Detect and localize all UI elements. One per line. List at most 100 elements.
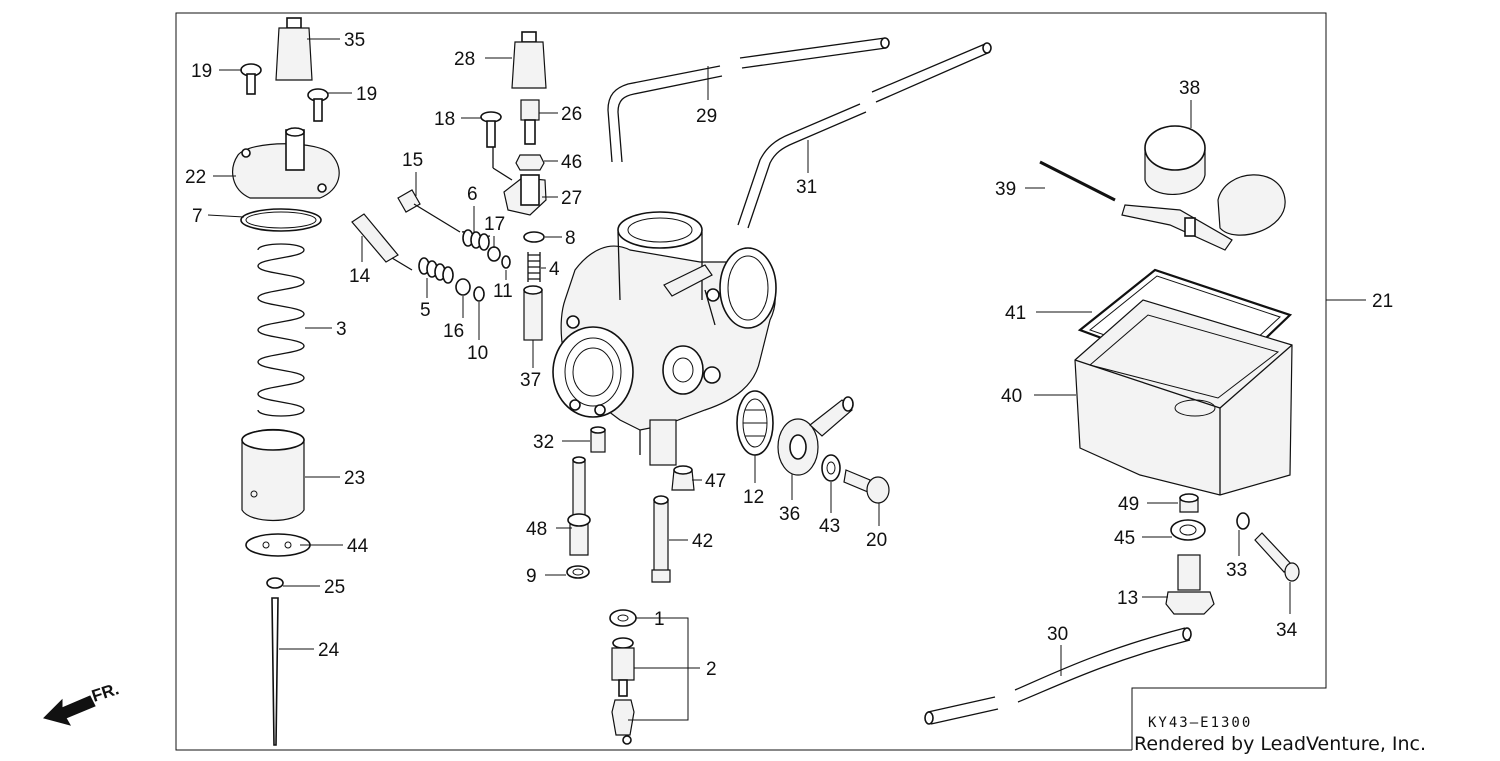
part-8-washer xyxy=(523,231,545,243)
callout-8: 8 xyxy=(565,228,576,249)
part-4-spring xyxy=(527,252,541,282)
callout-17: 17 xyxy=(484,214,505,235)
part-24-jet-needle xyxy=(271,597,279,746)
part-33-washer xyxy=(1236,512,1250,530)
callout-2: 2 xyxy=(706,659,717,680)
part-14-pilot-screw xyxy=(351,213,413,271)
callout-1: 1 xyxy=(654,609,665,630)
part-28-cap xyxy=(511,31,547,89)
callout-labels: 35 19 19 22 7 3 23 44 25 24 15 14 6 17 1… xyxy=(185,30,1393,680)
callout-29: 29 xyxy=(696,106,717,127)
callout-19-right: 19 xyxy=(356,84,377,105)
part-23-throttle-valve xyxy=(241,429,305,521)
front-arrow-icon xyxy=(43,695,96,726)
part-47-jet xyxy=(671,465,695,491)
part-13-drain-plug xyxy=(1165,554,1215,615)
part-38-float xyxy=(1121,125,1286,251)
callout-41: 41 xyxy=(1005,303,1026,324)
part-20-banjo-bolt xyxy=(843,469,890,504)
part-39-float-pin xyxy=(1039,160,1116,202)
part-2-needle-jet xyxy=(611,637,635,745)
diagram-border xyxy=(175,12,1327,751)
part-5-spring xyxy=(418,257,454,284)
part-3-spring xyxy=(257,243,305,417)
callout-44: 44 xyxy=(347,536,369,557)
callout-11: 11 xyxy=(493,281,513,302)
front-direction-indicator: FR. xyxy=(43,679,121,726)
part-19-screw-right xyxy=(307,88,329,122)
part-27-bracket xyxy=(492,147,547,216)
part-37-plunger xyxy=(523,285,543,341)
callout-38: 38 xyxy=(1179,78,1200,99)
callout-22: 22 xyxy=(185,167,206,188)
callout-15: 15 xyxy=(402,150,423,171)
part-7-o-ring xyxy=(240,208,322,232)
callout-31: 31 xyxy=(796,177,817,198)
part-46-nut xyxy=(515,154,545,171)
callout-23: 23 xyxy=(344,468,365,489)
part-32-jet xyxy=(590,426,606,453)
part-18-screw xyxy=(480,111,502,148)
part-22-top-cover xyxy=(232,127,340,199)
callout-21: 21 xyxy=(1372,291,1393,312)
part-19-screw-left xyxy=(240,63,262,95)
part-9-washer xyxy=(566,565,590,579)
callout-36: 36 xyxy=(779,504,800,525)
part-49-plug xyxy=(1179,493,1199,513)
callout-43: 43 xyxy=(819,516,840,537)
callout-24: 24 xyxy=(318,640,340,661)
part-10-o-ring xyxy=(473,286,485,302)
callout-3: 3 xyxy=(336,319,347,340)
part-1-washer xyxy=(609,609,637,627)
part-12-filter-screen xyxy=(736,390,774,456)
leader-lines xyxy=(207,38,1366,721)
callout-18: 18 xyxy=(434,109,455,130)
callout-10: 10 xyxy=(467,343,488,364)
callout-26: 26 xyxy=(561,104,582,125)
part-36-banjo-fitting xyxy=(777,396,854,476)
callout-40: 40 xyxy=(1001,386,1022,407)
part-17-washer xyxy=(487,246,501,262)
callout-6: 6 xyxy=(467,184,478,205)
callout-49: 49 xyxy=(1118,494,1139,515)
callout-46: 46 xyxy=(561,152,582,173)
callout-5: 5 xyxy=(420,300,431,321)
part-16-washer xyxy=(455,278,471,296)
callout-25: 25 xyxy=(324,577,345,598)
part-6-spring xyxy=(461,229,491,251)
part-42-slow-jet xyxy=(651,495,671,583)
callout-28: 28 xyxy=(454,49,475,70)
carburetor-body xyxy=(552,211,777,466)
callout-12: 12 xyxy=(743,487,764,508)
part-43-washer xyxy=(821,454,841,482)
callout-9: 9 xyxy=(526,566,537,587)
callout-42: 42 xyxy=(692,531,713,552)
front-direction-label: FR. xyxy=(89,679,121,706)
callout-4: 4 xyxy=(549,259,560,280)
callout-34: 34 xyxy=(1276,620,1298,641)
part-15-adjust-screw xyxy=(397,189,461,233)
callout-39: 39 xyxy=(995,179,1016,200)
part-29-tube xyxy=(607,37,890,163)
callout-14: 14 xyxy=(349,266,371,287)
callout-45: 45 xyxy=(1114,528,1135,549)
callout-7: 7 xyxy=(192,206,203,227)
callout-48: 48 xyxy=(526,519,547,540)
callout-32: 32 xyxy=(533,432,554,453)
part-40-float-chamber xyxy=(1074,299,1293,496)
callout-37: 37 xyxy=(520,370,541,391)
part-25-clip xyxy=(266,577,284,589)
callout-13: 13 xyxy=(1117,588,1138,609)
callout-27: 27 xyxy=(561,188,582,209)
part-30-drain-tube xyxy=(924,627,1192,725)
part-26-adjuster xyxy=(520,99,540,145)
callout-19-left: 19 xyxy=(191,61,212,82)
part-34-drain-screw xyxy=(1254,532,1300,582)
callout-16: 16 xyxy=(443,321,464,342)
callout-33: 33 xyxy=(1226,560,1247,581)
part-31-tube xyxy=(737,42,992,229)
callout-35: 35 xyxy=(344,30,365,51)
callout-20: 20 xyxy=(866,530,887,551)
